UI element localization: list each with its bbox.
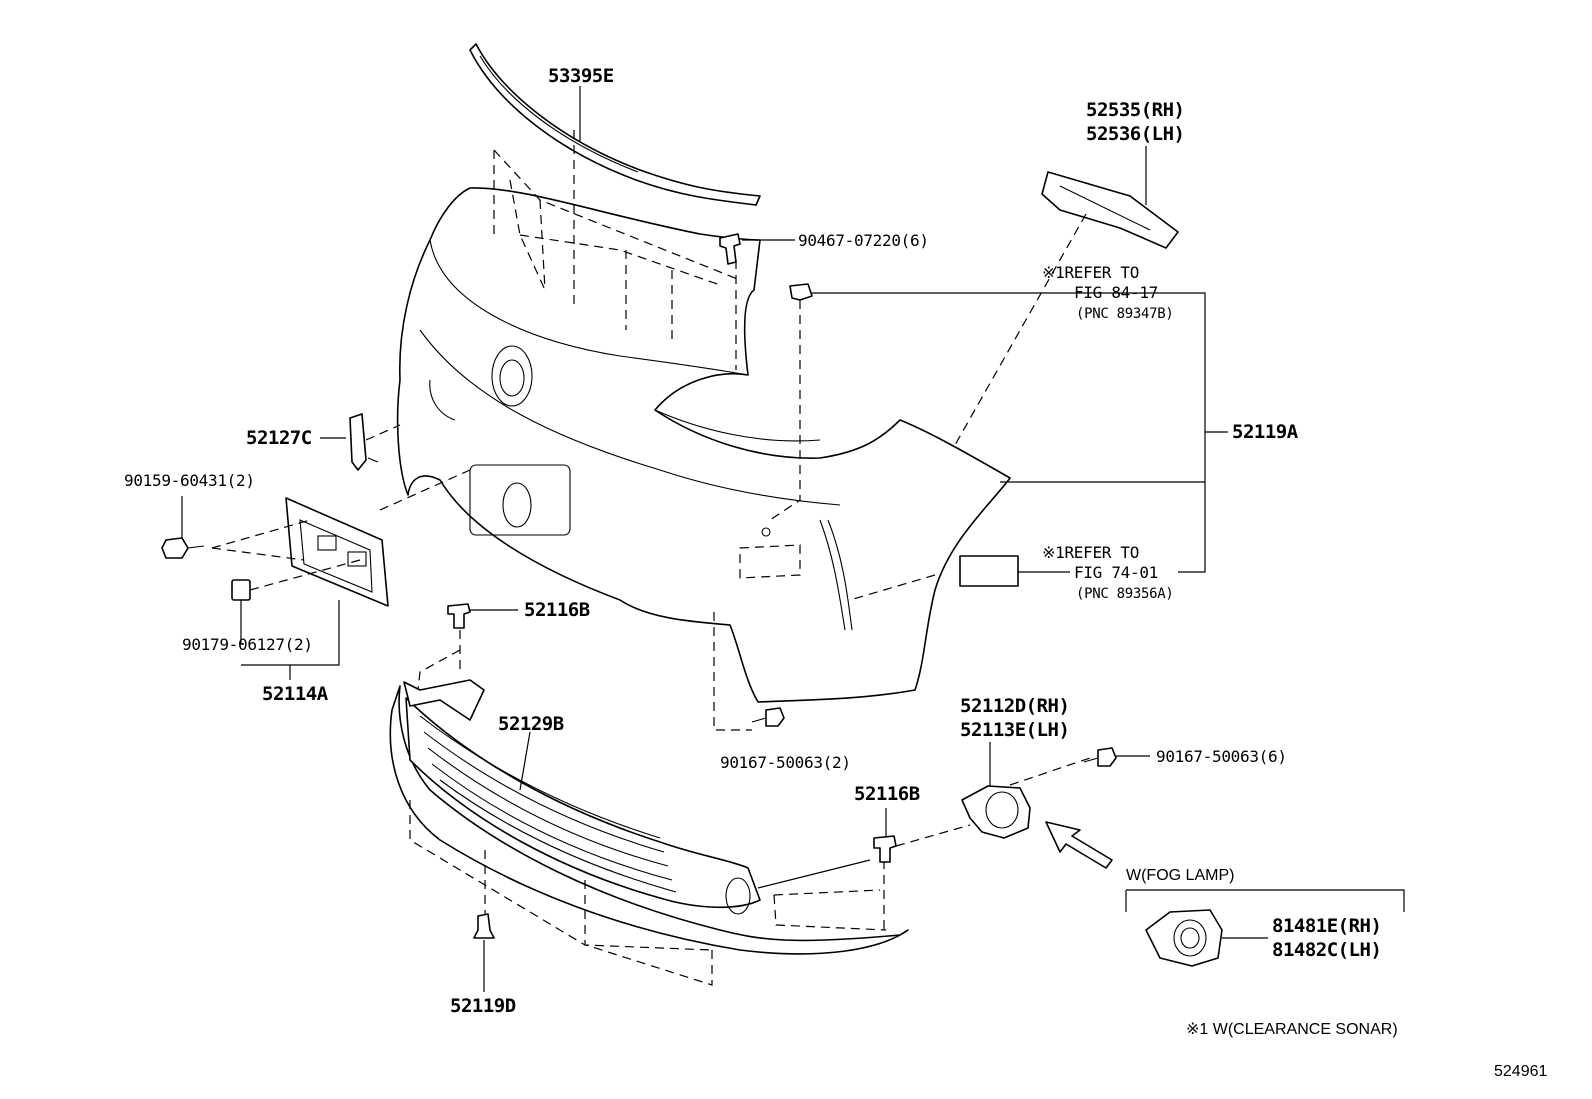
label-52119D: 52119D xyxy=(450,995,516,1017)
grille-52129B xyxy=(389,679,909,955)
nut-90179 xyxy=(231,579,340,680)
label-52129B: 52129B xyxy=(498,713,564,735)
footnote: ※1 W(CLEARANCE SONAR) xyxy=(1186,1021,1398,1038)
label-90179: 90179-06127(2) xyxy=(182,635,313,654)
label-81482C: 81482C(LH) xyxy=(1272,939,1381,961)
sonar-clip xyxy=(769,283,1180,521)
label-53395E: 53395E xyxy=(548,65,614,87)
label-52127C: 52127C xyxy=(246,427,312,449)
label-90167-right: 90167-50063(6) xyxy=(1156,747,1287,766)
note2-line1: ※1REFER TO xyxy=(1042,543,1139,562)
clip-90467 xyxy=(719,233,795,265)
label-90159: 90159-60431(2) xyxy=(124,471,255,490)
note2-line2: FIG 74-01 xyxy=(1074,563,1158,582)
clip-52116B-bottom xyxy=(873,808,971,863)
label-52535: 52535(RH) xyxy=(1086,99,1184,121)
dashed-guides-lower xyxy=(409,800,887,986)
label-52116B-top: 52116B xyxy=(524,599,590,621)
screw-52119D xyxy=(473,913,495,992)
fog-housing-52112D xyxy=(961,742,1091,839)
label-fog-lamp: W(FOG LAMP) xyxy=(1126,867,1234,884)
fog-lamp-group xyxy=(1125,889,1405,967)
seal-52127C xyxy=(320,413,401,471)
labels: 53395E 52535(RH) 52536(LH) 90467-07220(6… xyxy=(124,65,1547,1080)
label-52116B-bottom: 52116B xyxy=(854,783,920,805)
note2-line3: (PNC 89356A) xyxy=(1076,586,1174,602)
screw-90167-mid xyxy=(751,707,785,727)
dashed-guides-upper xyxy=(493,130,741,370)
leader-52119A xyxy=(1000,292,1228,573)
label-52536: 52536(LH) xyxy=(1086,123,1184,145)
figure-number: 524961 xyxy=(1494,1063,1547,1080)
sonar-cover xyxy=(849,555,1070,601)
bumper-cover-52119A xyxy=(396,187,1011,703)
bolt-90159 xyxy=(161,496,205,559)
note1-line2: FIG 84-17 xyxy=(1074,283,1158,302)
note1-line1: ※1REFER TO xyxy=(1042,263,1139,282)
view-arrow xyxy=(1045,821,1113,869)
dashed-guides-mid xyxy=(417,612,752,731)
bracket-52535-52536 xyxy=(954,171,1179,446)
license-bracket-52114A xyxy=(211,469,471,607)
label-52112D: 52112D(RH) xyxy=(960,695,1069,717)
label-81481E: 81481E(RH) xyxy=(1272,915,1381,937)
note1-line3: (PNC 89347B) xyxy=(1076,306,1174,322)
label-90467: 90467-07220(6) xyxy=(798,231,929,250)
label-90167-mid: 90167-50063(2) xyxy=(720,753,851,772)
screw-90167-right xyxy=(1083,747,1150,767)
upper-molding-53395E xyxy=(469,43,761,206)
label-52119A: 52119A xyxy=(1232,421,1299,443)
label-52113E: 52113E(LH) xyxy=(960,719,1069,741)
label-52114A: 52114A xyxy=(262,683,329,705)
clip-52116B-top xyxy=(447,603,518,672)
